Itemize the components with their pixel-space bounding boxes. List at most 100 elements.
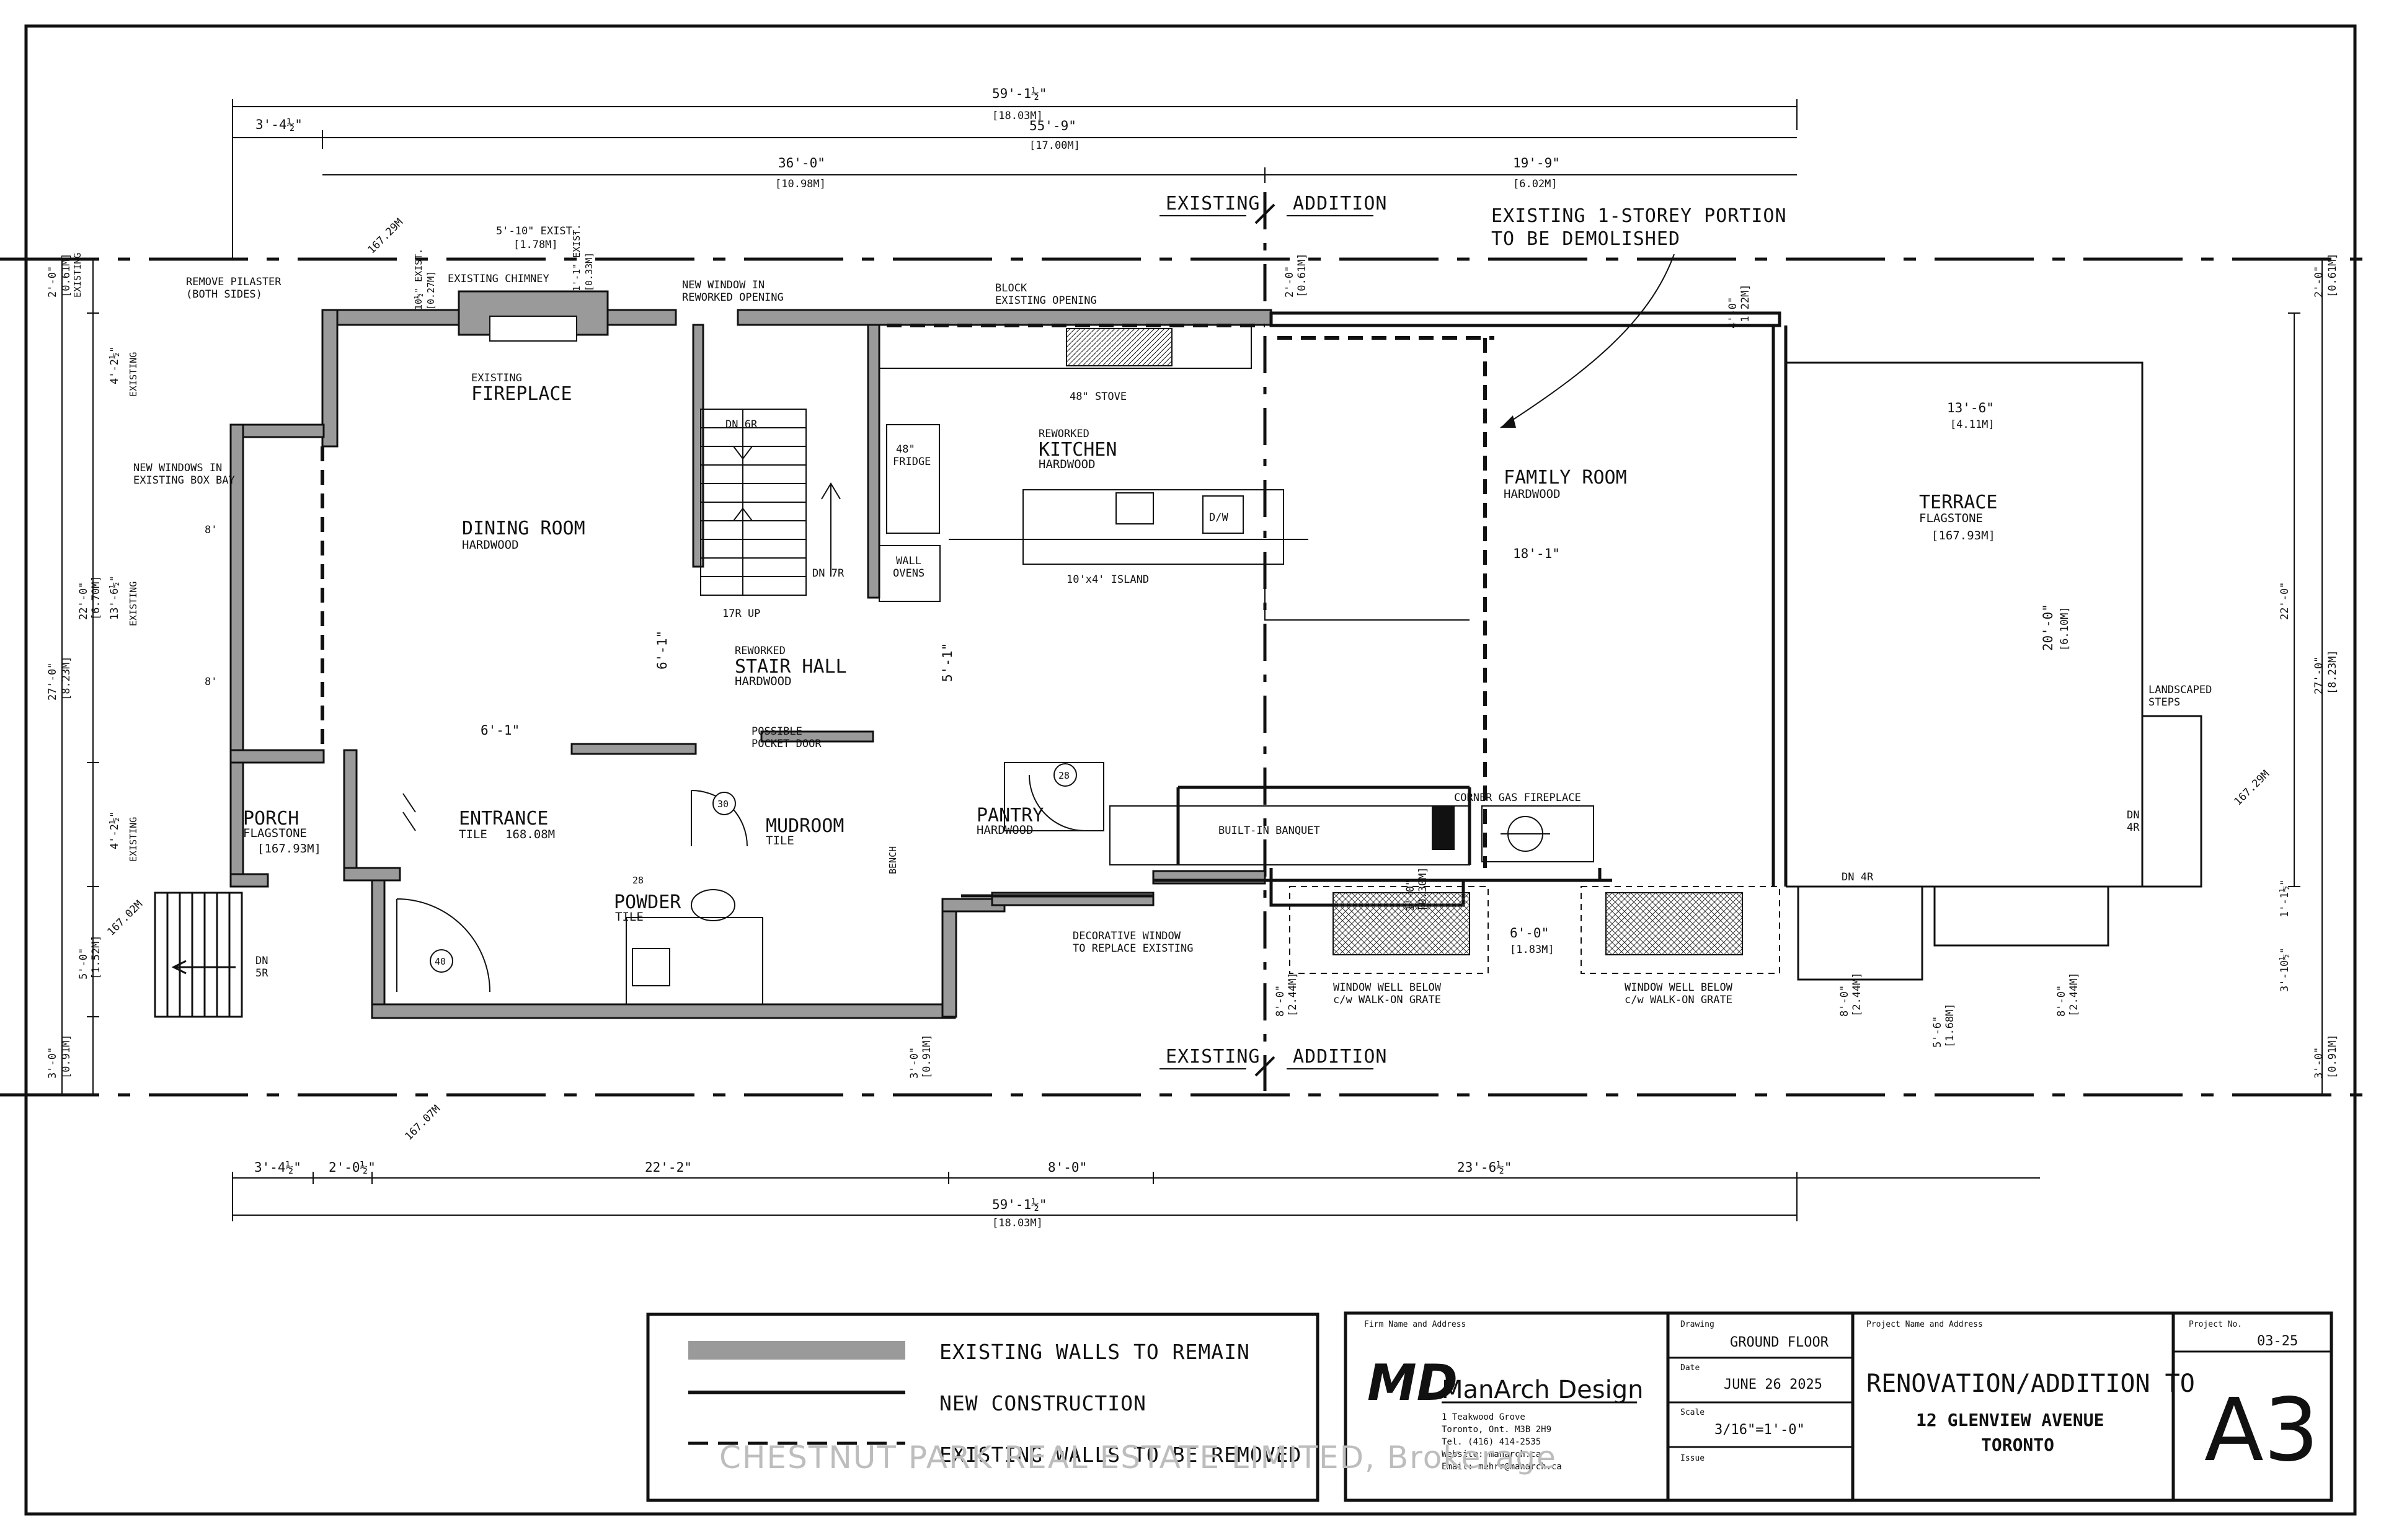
dim-6-1a: 6'-1" — [481, 723, 520, 738]
note-bay-8a: 8' — [205, 524, 217, 536]
tb-addr1: 1 Teakwood Grove — [1442, 1412, 1525, 1422]
dim-2-0-m: [0.61M] — [1296, 253, 1308, 298]
mudroom-finish: TILE — [766, 834, 794, 847]
note-new-window-1: NEW WINDOW IN — [682, 279, 765, 291]
porch-steps — [154, 892, 243, 1018]
dim-8-0c: 8'-0" — [2055, 985, 2068, 1017]
note-chimney-left-m: [0.27M] — [425, 271, 437, 310]
note-dn5r-2: 5R — [255, 967, 268, 980]
note-fridge-2: FRIDGE — [893, 456, 931, 468]
note-chimney: EXISTING CHIMNEY — [448, 273, 549, 285]
note-block-1: BLOCK — [995, 282, 1027, 294]
note-chimney-right-m: [0.33M] — [583, 252, 595, 291]
dim-top-addition: 19'-9" — [1513, 156, 1560, 170]
doors — [396, 774, 1086, 1005]
dim-left-c: 22'-0" — [78, 582, 90, 620]
dim-2-0: 2'-0" — [1284, 266, 1296, 298]
tb-project-3: TORONTO — [1981, 1435, 2054, 1455]
tb-scale: 3/16"=1'-0" — [1714, 1422, 1805, 1438]
dim-right-a-m: [0.61M] — [2326, 253, 2339, 298]
note-ovens-2: OVENS — [893, 567, 924, 580]
note-block-2: EXISTING OPENING — [995, 294, 1097, 307]
elev-a: 167.29M — [365, 216, 406, 257]
note-bay-8b: 8' — [205, 676, 217, 688]
note-chimney-right: 1'-1" EXIST. — [571, 224, 582, 291]
note-landscaped-2: STEPS — [2148, 696, 2180, 709]
door-tags — [430, 763, 1077, 973]
fireplace-label-1: EXISTING — [471, 372, 522, 384]
entrance-elev: 168.08M — [505, 828, 555, 841]
dim-bottom-d: 8'-0" — [1048, 1160, 1087, 1175]
tb-drawing-label: Drawing — [1680, 1320, 1714, 1329]
dim-20-m: [6.10M] — [2059, 606, 2071, 651]
dim-right-e-m: [0.91M] — [2326, 1034, 2339, 1079]
new-walls — [961, 311, 1788, 907]
right-dimensions — [2288, 259, 2328, 1095]
note-landscaped-1: LANDSCAPED — [2148, 684, 2212, 696]
dim-3-0-m: [0.91M] — [921, 1034, 933, 1079]
dim-18-1: 18'-1" — [1513, 546, 1560, 561]
terrace-outline — [1786, 361, 2202, 981]
dining-room-label: DINING ROOM — [462, 518, 585, 539]
dim-top-total-m: [18.03M] — [992, 110, 1043, 122]
dim-1-0: 1'-0" — [1404, 880, 1417, 911]
title-block — [1344, 1311, 2333, 1502]
dim-left-g-m: [0.91M] — [60, 1034, 73, 1079]
dim-bottom-c: 22'-2" — [645, 1160, 692, 1175]
note-well1-2: c/w WALK-ON GRATE — [1333, 994, 1441, 1006]
dim-top-existing: 36'-0" — [778, 156, 825, 170]
note-dn4r-b: DN — [2127, 809, 2139, 821]
existing-label-bottom: EXISTING — [1166, 1046, 1261, 1068]
entrance-label: ENTRANCE — [459, 808, 549, 830]
tb-addr4: Website: manarch.ca — [1442, 1449, 1541, 1459]
tb-issue-label: Issue — [1680, 1454, 1705, 1463]
dim-right-d: 3'-10½" — [2279, 947, 2291, 992]
tb-addr3: Tel. (416) 414-2535 — [1442, 1437, 1541, 1447]
dim-8-0a-m: [2.44M] — [1287, 972, 1299, 1017]
tb-firm-name: ManArch Design — [1442, 1376, 1643, 1404]
dim-8-0c-m: [2.44M] — [2068, 972, 2080, 1017]
family-room-finish: HARDWOOD — [1504, 487, 1561, 501]
sheet-border — [24, 24, 2357, 1516]
dim-6-0: 6'-0" — [1510, 926, 1549, 940]
porch-elev: [167.93M] — [257, 842, 321, 856]
dim-right-b: 22'-0" — [2279, 582, 2291, 620]
note-box-bay-1: NEW WINDOWS IN — [133, 462, 222, 474]
stair-label-2: STAIR HALL — [735, 656, 847, 678]
note-chimney-dim-m: [1.78M] — [513, 239, 558, 251]
tb-date-label: Date — [1680, 1363, 1700, 1373]
terrace-label: TERRACE — [1919, 492, 1997, 513]
door-tag-30: 30 — [717, 799, 729, 810]
dim-right-e: 3'-0" — [2313, 1047, 2325, 1079]
note-demolish-1: EXISTING 1-STOREY PORTION — [1491, 205, 1787, 227]
dim-top-mid: 55'-9" — [1029, 118, 1076, 133]
dim-8-0b-m: [2.44M] — [1851, 972, 1863, 1017]
note-decorative-2: TO REPLACE EXISTING — [1073, 942, 1193, 955]
dim-5-6-m: [1.68M] — [1944, 1003, 1956, 1048]
dim-left-f: 5'-0" — [78, 948, 90, 980]
vert-existing-3: EXISTING — [128, 817, 139, 862]
dim-left-d: 13'-6½" — [109, 575, 121, 620]
dim-bottom-total-m: [18.03M] — [992, 1217, 1043, 1229]
powder-label: POWDER — [614, 892, 681, 913]
tb-addr5: Email: mehrr@manarch.ca — [1442, 1462, 1562, 1472]
demolish-leader — [1500, 254, 1675, 428]
note-demolish-2: TO BE DEMOLISHED — [1491, 228, 1680, 250]
dim-bottom-b: 2'-0½" — [329, 1160, 376, 1175]
note-well2-2: c/w WALK-ON GRATE — [1625, 994, 1732, 1006]
dim-6-1b: 6'-1" — [655, 631, 670, 670]
dim-right-total: 27'-0" — [2313, 657, 2325, 694]
note-island: 10'x4' ISLAND — [1066, 573, 1149, 586]
dim-top-addition-m: [6.02M] — [1513, 178, 1558, 190]
dim-left-a-m: [0.61M] — [60, 253, 73, 298]
powder-finish: TILE — [615, 910, 644, 924]
family-room-label: FAMILY ROOM — [1504, 467, 1627, 489]
dim-top-total: 59'-1½" — [992, 86, 1047, 101]
note-pocket-2: POCKET DOOR — [752, 738, 822, 750]
legend-removed: EXISTING WALLS TO BE REMOVED — [939, 1443, 1301, 1467]
watermark: CHESTNUT PARK REAL ESTATE LIMITED, Broke… — [719, 1440, 1557, 1476]
tb-scale-label: Scale — [1680, 1408, 1705, 1417]
door-tag-28a: 28 — [632, 875, 644, 886]
dim-right-a: 2'-0" — [2313, 266, 2325, 298]
stair-label-1: REWORKED — [735, 645, 786, 657]
